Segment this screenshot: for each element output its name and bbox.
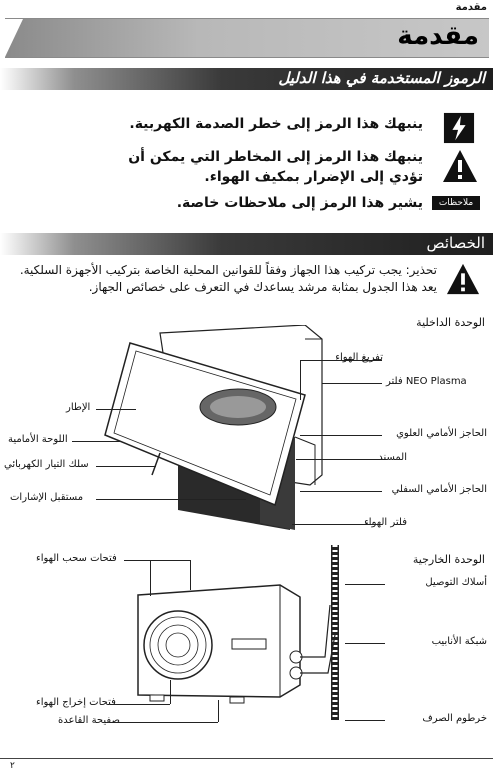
label-front-panel: اللوحة الأمامية [8, 434, 68, 445]
features-section-bar: الخصائص [0, 233, 493, 255]
label-neo-plasma-filter: فلتر NEO Plasma [386, 376, 467, 387]
label-lower-front-baffle: الحاجز الأمامي السفلي [391, 484, 487, 495]
indoor-unit-illustration [104, 325, 323, 530]
symbol-text-damage: ينبهك هذا الرمز إلى المخاطر التي يمكن أن… [128, 149, 423, 185]
label-connecting-cable: أسلاك التوصيل [425, 577, 487, 588]
label-power-cord: سلك التيار الكهربائي [4, 459, 89, 470]
symbol-text-electric: ينبهك هذا الرمز إلى خطر الصدمة الكهربية. [129, 116, 423, 132]
outdoor-unit-title: الوحدة الخارجية [412, 553, 485, 566]
footer-divider [0, 758, 493, 759]
label-air-discharge: تفريغ الهواء [335, 352, 383, 363]
label-upper-front-baffle: الحاجز الأمامي العلوي [396, 428, 487, 439]
symbols-section-title: الرموز المستخدمة في هذا الدليل [278, 69, 485, 87]
symbols-section-bar: الرموز المستخدمة في هذا الدليل [0, 68, 493, 90]
features-section-title: الخصائص [426, 234, 485, 252]
page-title: مقدمة [397, 21, 479, 51]
exclamation-warning-icon [441, 148, 479, 188]
page-title-bar: مقدمة [5, 18, 489, 58]
note-badge-icon: ملاحظات [432, 196, 480, 210]
caution-warning-icon [445, 262, 481, 300]
label-frame: الإطار [66, 402, 91, 413]
symbol-text-notes: يشير هذا الرمز إلى ملاحظات خاصة. [176, 195, 423, 211]
indoor-unit-title: الوحدة الداخلية [416, 316, 485, 329]
outdoor-unit-illustration [137, 545, 339, 720]
label-air-outlet: فتحات إخراج الهواء [36, 697, 116, 708]
lightning-warning-icon [443, 112, 475, 148]
label-base-plate: صفيحة القاعدة [58, 715, 120, 726]
section-header-label: مقدمة [455, 2, 487, 13]
label-piping: شبكة الأنابيب [431, 636, 487, 647]
label-signal-receiver: مستقبل الإشارات [10, 492, 84, 503]
caution-text: تحذير: يجب تركيب هذا الجهاز وفقاً للقوان… [19, 263, 437, 294]
label-stand: المسند [378, 452, 407, 463]
label-drain-hose: خرطوم الصرف [422, 713, 487, 724]
label-air-filter: فلتر الهواء [364, 517, 407, 528]
page-number: ٢ [10, 761, 15, 771]
label-air-intake: فتحات سحب الهواء [36, 553, 117, 564]
